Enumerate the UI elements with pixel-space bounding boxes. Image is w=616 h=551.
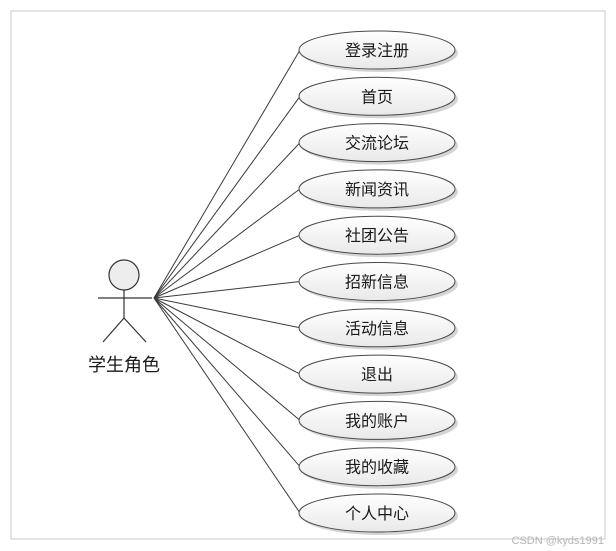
use-case: 我的收藏 bbox=[298, 447, 458, 489]
association-line bbox=[153, 297, 301, 514]
use-case-label: 退出 bbox=[361, 365, 393, 384]
association-line bbox=[153, 297, 301, 468]
use-case-ellipse bbox=[298, 262, 456, 301]
use-case-ellipse bbox=[298, 447, 456, 487]
use-case-label: 招新信息 bbox=[345, 273, 409, 292]
use-case-ellipse bbox=[298, 354, 456, 394]
use-case-label: 我的收藏 bbox=[345, 458, 409, 477]
association-line bbox=[153, 297, 301, 375]
association-lines bbox=[153, 49, 301, 514]
watermark: CSDN @kyds1991 bbox=[512, 535, 604, 547]
use-case-label: 首页 bbox=[361, 87, 393, 106]
use-case-ellipse bbox=[298, 400, 456, 440]
use-case: 交流论坛 bbox=[298, 123, 458, 165]
use-case: 招新信息 bbox=[298, 262, 458, 304]
use-case-label: 交流论坛 bbox=[345, 134, 409, 153]
association-line bbox=[153, 49, 301, 299]
use-case: 我的账户 bbox=[298, 400, 458, 443]
use-case-ellipse bbox=[298, 215, 456, 255]
student-actor: 学生角色 bbox=[88, 259, 160, 376]
use-case-label: 个人中心 bbox=[345, 504, 409, 523]
use-case-label: 新闻资讯 bbox=[345, 180, 409, 199]
use-case-ellipse bbox=[298, 123, 456, 163]
use-case-ellipse bbox=[298, 76, 456, 116]
association-line bbox=[153, 188, 301, 299]
use-case-label: 登录注册 bbox=[345, 41, 409, 60]
use-case-ellipse bbox=[298, 493, 456, 533]
use-case-ellipse bbox=[298, 308, 456, 348]
use-case: 退出 bbox=[298, 354, 458, 397]
use-case-ellipse bbox=[298, 30, 456, 70]
use-case: 社团公告 bbox=[298, 215, 458, 258]
use-case: 首页 bbox=[298, 76, 458, 119]
use-case-ellipse bbox=[298, 169, 456, 209]
association-line bbox=[153, 297, 301, 421]
use-case-label: 活动信息 bbox=[345, 319, 409, 338]
use-case-label: 我的账户 bbox=[345, 411, 409, 430]
association-line bbox=[153, 142, 301, 299]
use-case: 个人中心 bbox=[298, 493, 458, 535]
actor-head-icon bbox=[108, 259, 140, 291]
association-line bbox=[153, 234, 301, 299]
association-line bbox=[153, 96, 301, 299]
association-line bbox=[153, 281, 301, 299]
use-case: 活动信息 bbox=[298, 308, 458, 350]
association-line bbox=[153, 297, 301, 329]
actor-left-leg-icon bbox=[102, 317, 125, 343]
actor-right-leg-icon bbox=[123, 317, 147, 343]
use-case: 登录注册 bbox=[298, 30, 458, 72]
use-case-label: 社团公告 bbox=[345, 226, 409, 245]
actor-label: 学生角色 bbox=[88, 355, 160, 376]
use-case: 新闻资讯 bbox=[298, 169, 458, 211]
